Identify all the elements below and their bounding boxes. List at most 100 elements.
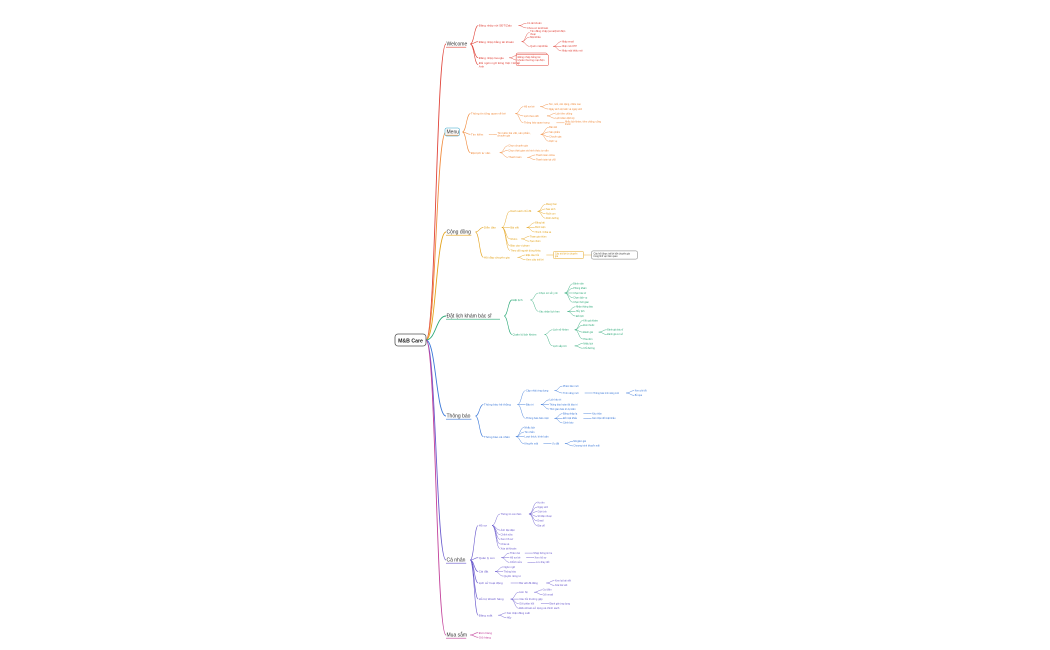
branch-link (537, 211, 546, 219)
node-label: Thanh toán tại chỗ (536, 158, 556, 161)
node-label: Chia sẻ (501, 542, 510, 546)
node-label: Đăng bài (535, 222, 545, 225)
branch-link (598, 329, 607, 333)
node-label: Thông báo hoàn tất bảo trì (549, 403, 578, 406)
node-label: Nhắc lịch (524, 424, 535, 429)
branch-link (491, 525, 501, 545)
node-label: Chưa có tài khoản (527, 26, 549, 30)
branch-link (425, 231, 447, 341)
branch-link (526, 222, 535, 228)
node-label: Tính năng mới (563, 392, 579, 395)
branch-link (540, 134, 549, 142)
branch-link (518, 23, 527, 26)
node-label: Xóa bài viết (555, 584, 568, 587)
node-label: Lịch sắp tới (553, 343, 567, 348)
branch-link (501, 211, 510, 228)
node-label: Xác nhận đổi mật khẩu (592, 417, 616, 420)
branch-link (462, 131, 471, 153)
node-label: Hóa đơn (583, 338, 593, 341)
node-label: Bình luận (535, 226, 546, 229)
node-label: Tạo nhóm (530, 240, 541, 243)
main-branch[interactable] (444, 127, 460, 137)
node-label: Phòng khám (573, 287, 586, 290)
branch-link (527, 157, 536, 160)
node-label: Sau sinh (546, 208, 556, 211)
branch-link (553, 46, 562, 52)
branch-link (544, 334, 553, 347)
node-label: Bảo trì (526, 402, 534, 406)
branch-link (425, 339, 447, 636)
boxed-node[interactable] (515, 54, 549, 66)
branch-link (564, 441, 573, 444)
node-label: Thanh toán (508, 155, 522, 159)
branch-link (574, 345, 583, 349)
branch-link (475, 227, 484, 233)
node-label: Nhận thông báo (576, 306, 594, 309)
node-label: Điều khoản sử dụng và chính sách (519, 606, 560, 610)
branch-link (567, 306, 576, 312)
boxed-node[interactable] (553, 250, 584, 260)
branch-link (540, 399, 549, 405)
branch-link (598, 331, 607, 335)
branch-link (475, 415, 484, 437)
node-label: Email (537, 520, 543, 523)
main-branch-label: Cộng đồng (447, 230, 472, 236)
node-label: Đánh giá (583, 331, 593, 334)
branch-link (515, 106, 524, 114)
main-branch-label: Cá nhân (447, 558, 466, 564)
node-label: Ngày sinh dự kiến và ngày sinh (549, 108, 583, 111)
node-label: Nhập mật khẩu mới (562, 50, 583, 53)
node-label: Tìm kiếm (471, 132, 484, 136)
node-label: Thêm bé (510, 551, 521, 555)
branch-link (517, 390, 526, 405)
node-label: Chỉnh sửa (501, 533, 514, 537)
branch-link (546, 582, 555, 586)
node-label: Bài viết đã đăng (519, 581, 538, 585)
branch-link (470, 25, 479, 45)
branch-link (517, 254, 526, 258)
branch-link (469, 559, 479, 616)
node-label: Đánh giá ứng dụng (549, 603, 570, 606)
branch-link (534, 591, 543, 595)
node-label: Quên mật khẩu (530, 44, 548, 48)
node-label: Xác nhận đăng xuất (507, 611, 530, 615)
branch-link (517, 257, 526, 260)
node-label: Theo dõi người dùng khác (510, 248, 541, 252)
node-label: Lượt thích, bình luận (524, 435, 549, 439)
branch-link (470, 41, 479, 45)
branch-link (470, 634, 479, 638)
node-label: Nhập thông tin bé (533, 552, 553, 555)
node-label: Thông báo quan trọng (524, 121, 550, 125)
branch-link (515, 113, 524, 124)
node-label: Hủy (507, 615, 512, 619)
branch-link (469, 525, 479, 561)
node-label: Thông báo tính năng mới (593, 392, 619, 395)
branch-link (546, 115, 555, 119)
branch-link (503, 299, 513, 317)
node-label: Nhóm (510, 237, 517, 241)
node-label: Hỗ trợ khách hàng (479, 596, 504, 601)
branch-link (564, 288, 573, 294)
node-label: Lịch sử hoạt động (479, 581, 503, 585)
root-node[interactable]: M&B Care (394, 333, 427, 347)
node-label: Lịch khám định kỳ (555, 117, 575, 120)
node-label: Xem chi tiết (635, 390, 647, 393)
main-branch-label: Mua sắm (447, 632, 468, 639)
node-label: Phiên bản mới (563, 385, 579, 388)
node-label: Chọn thời gian (573, 301, 589, 304)
branch-link (498, 614, 507, 618)
branch-link (574, 343, 583, 347)
node-label: Có tài khoản (527, 21, 542, 25)
node-label: Hủy lịch (576, 310, 585, 313)
branch-link (518, 25, 527, 29)
branch-link (546, 113, 555, 117)
node-label: Giỏ hàng (479, 635, 492, 639)
branch-link (540, 104, 549, 107)
branch-link (521, 36, 530, 42)
branch-link (501, 552, 510, 558)
node-label: Nhận mã OTP (562, 45, 578, 48)
branch-link (462, 113, 471, 133)
branch-link (425, 315, 447, 341)
